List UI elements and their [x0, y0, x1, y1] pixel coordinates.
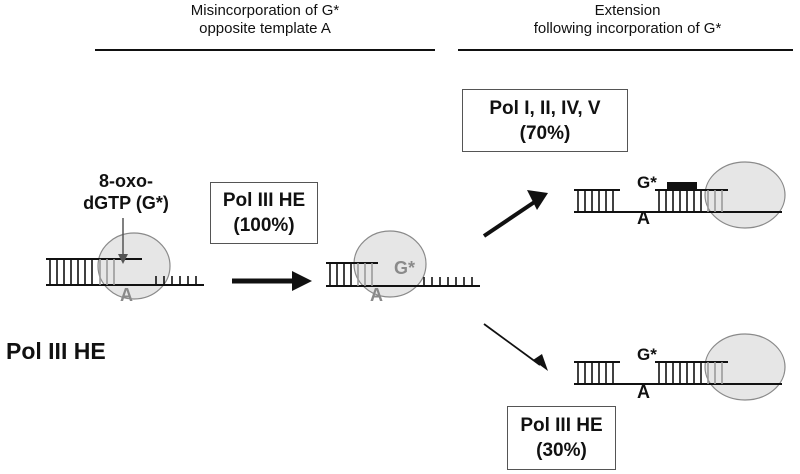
incorporated-base-lower: G*: [637, 345, 657, 364]
branch-arrow-lower: [483, 323, 541, 366]
dna-construct-extended-upper: [574, 161, 786, 229]
template-base-2: A: [370, 285, 383, 305]
header-extension: Extension following incorporation of G*: [460, 2, 795, 38]
box-step1-pol-iii-he: Pol III HE (100%): [210, 182, 318, 244]
nucleotide-label: 8-oxo- dGTP (G*): [68, 170, 184, 214]
box-lower-line1: Pol III HE: [520, 415, 603, 436]
reaction-arrow-1-head: [292, 271, 312, 291]
dna-construct-initial: [46, 218, 204, 300]
branch-arrow-upper-head: [527, 190, 548, 210]
dna-construct-misincorporated: [326, 230, 480, 298]
nucleotide-label-line1: 8-oxo-: [99, 171, 153, 191]
box-step1-line1: Pol III HE: [222, 190, 306, 211]
header-misincorporation: Misincorporation of G* opposite template…: [95, 2, 435, 38]
box-upper-line2: (70%): [519, 122, 571, 144]
nucleotide-label-line2: dGTP (G*): [83, 193, 169, 213]
box-upper-line1: Pol I, II, IV, V: [489, 97, 601, 119]
dna-construct-extended-lower: [574, 333, 786, 401]
template-base-lower: A: [637, 382, 650, 402]
branch-arrow-upper: [482, 199, 538, 238]
polymerase-ellipse-lower: [704, 333, 786, 401]
template-base-upper: A: [637, 208, 650, 228]
branch-arrow-lower-head: [533, 354, 548, 371]
header-misincorporation-line2: opposite template A: [199, 20, 331, 37]
polymerase-ellipse-upper: [704, 161, 786, 229]
polymerase-ellipse-initial: [97, 232, 171, 300]
side-label-pol-iii-he: Pol III HE: [6, 338, 106, 364]
box-lower-pol-iii-he: Pol III HE (30%): [507, 406, 616, 470]
incorporated-base-upper: G*: [637, 173, 657, 192]
template-base-initial: A: [120, 285, 133, 305]
extension-segment-upper: [667, 182, 697, 189]
header-misincorporation-line1: Misincorporation of G*: [190, 2, 340, 19]
box-lower-line2: (30%): [536, 440, 587, 461]
box-upper-pol-i-ii-iv-v: Pol I, II, IV, V (70%): [462, 89, 628, 152]
box-step1-line2: (100%): [233, 215, 295, 236]
incorporated-base-2: G*: [394, 258, 415, 278]
header-extension-line2: following incorporation of G*: [533, 20, 722, 37]
header-extension-line1: Extension: [594, 2, 661, 19]
